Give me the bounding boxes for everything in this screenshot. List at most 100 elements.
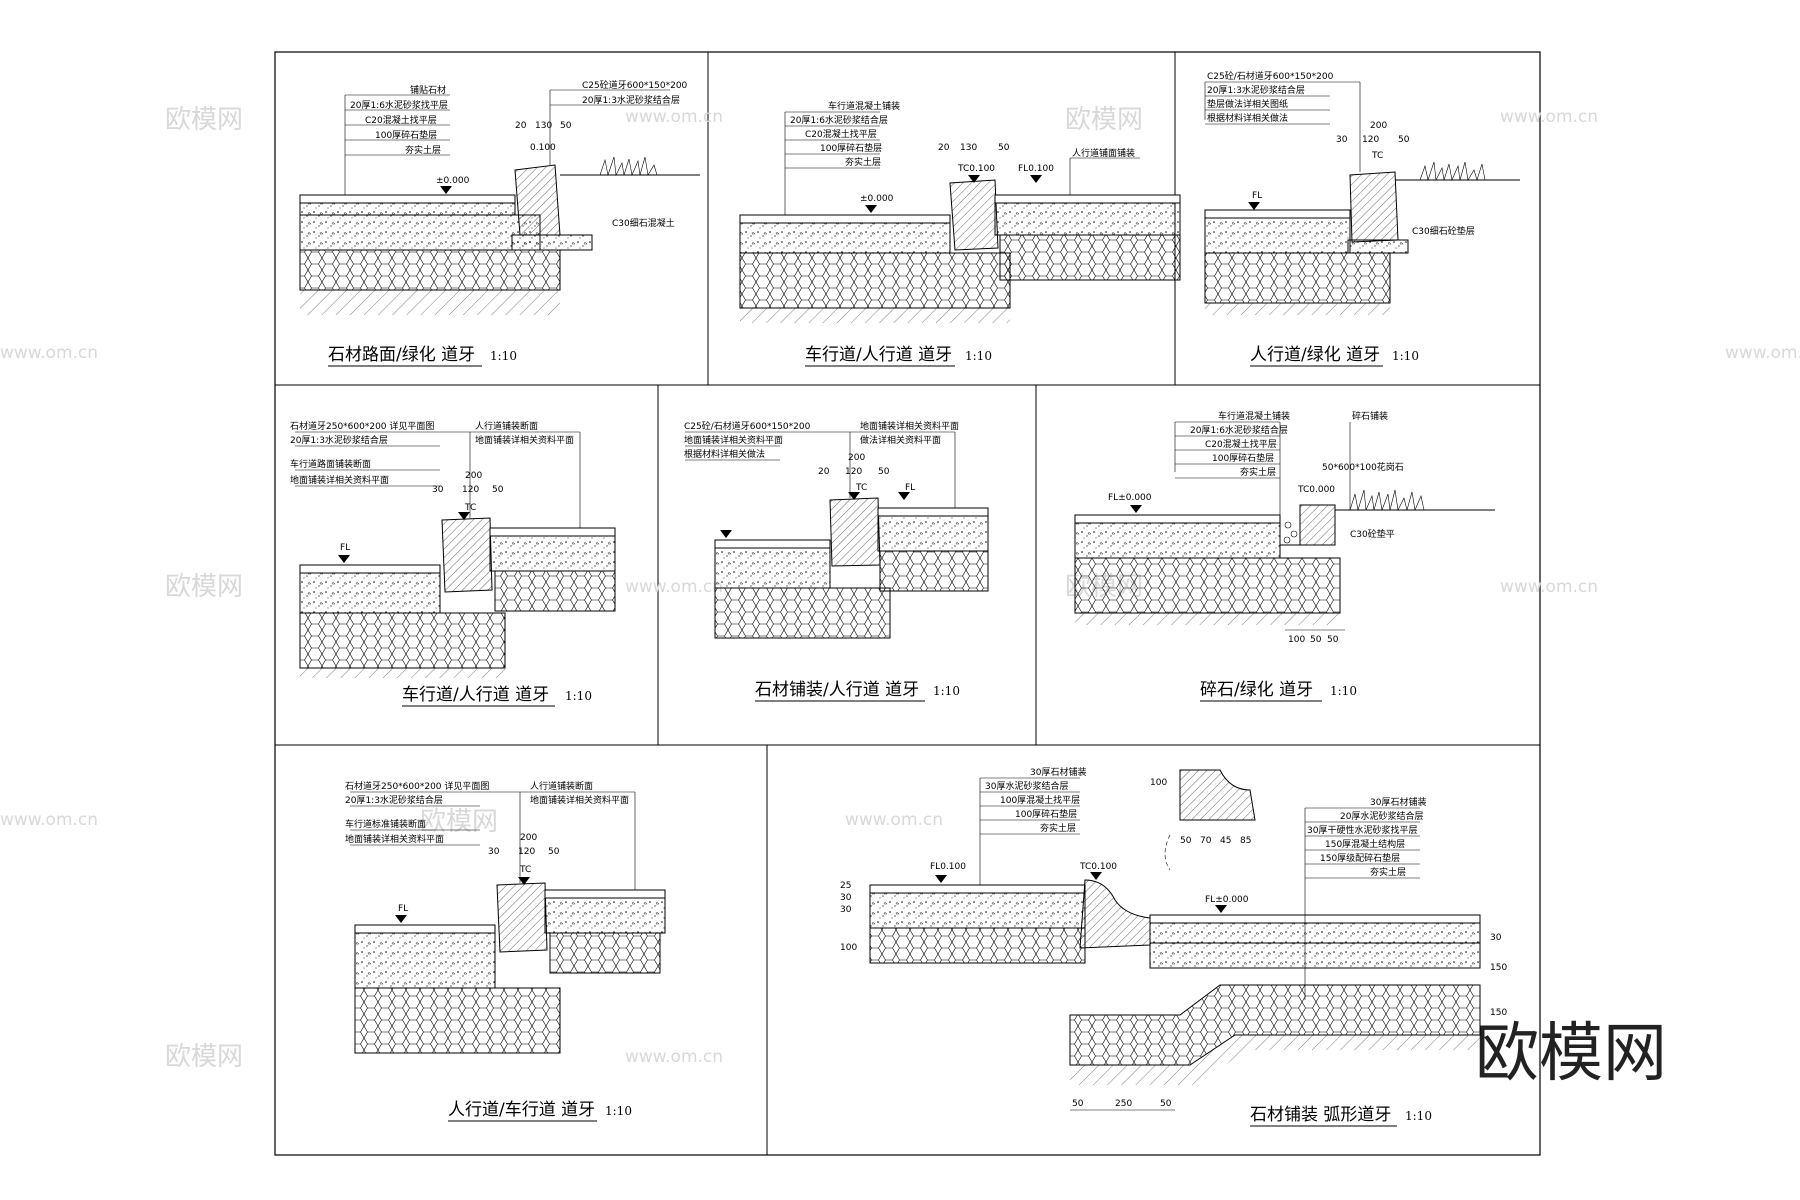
note: 地面铺装详相关资料平面 (475, 434, 574, 446)
panel-4-section (295, 431, 616, 678)
dimension: 200 (465, 471, 482, 481)
note: 20厚1:6水泥砂浆结合层 (790, 114, 888, 126)
dimension: TC (464, 503, 476, 513)
watermark-layer: 欧模网 www.om.cn 欧模网 www.om.cn www.om.cn ww… (0, 105, 1800, 1091)
note: 地面铺装详相关资料平面 (684, 434, 783, 446)
note: 铺贴石材 (410, 84, 446, 96)
note: 20厚1:3水泥砂浆结合层 (290, 434, 388, 446)
note: 20厚1:3水泥砂浆结合层 (582, 94, 680, 106)
dimension: 20 (818, 467, 830, 477)
dimension: 150 (1490, 963, 1507, 973)
dimension: FL (340, 543, 350, 553)
note: 100厚混凝土找平层 (1000, 794, 1080, 806)
watermark-url: www.om.cn (0, 343, 98, 363)
panel-2-notes: 车行道混凝土铺装 20厚1:6水泥砂浆结合层 C20混凝土找平层 100厚碎石垫… (790, 100, 1135, 204)
panel-7-section (350, 791, 666, 1054)
dimension: 200 (520, 833, 537, 843)
panel-title: 石材铺装/人行道 道牙 (755, 680, 919, 700)
note: 地面铺装详相关资料平面 (530, 794, 629, 806)
watermark-url: www.om.cn (845, 810, 943, 830)
panel-4-title: 车行道/人行道 道牙 1:10 (402, 685, 592, 707)
watermark-logo: 欧模网 (1065, 105, 1143, 135)
note: 50*600*100花岗石 (1322, 461, 1404, 473)
note: 30厚石材铺装 (1030, 766, 1086, 778)
dimension: 100 (1150, 778, 1167, 788)
note: 20厚1:6水泥砂浆结合层 (1190, 424, 1288, 436)
dimension: 120 (845, 467, 862, 477)
dimension: 250 (1115, 1099, 1132, 1109)
panel-title: 人行道/车行道 道牙 (448, 1100, 595, 1120)
note: 车行道混凝土铺装 (1218, 410, 1290, 422)
dimension: TC (1371, 151, 1383, 161)
watermark-logo: 欧模网 (165, 572, 243, 602)
dimension: 85 (1240, 836, 1251, 846)
watermark-logo: 欧模网 (420, 807, 498, 837)
dimension: TC0.100 (1079, 862, 1117, 872)
panel-title: 车行道/人行道 道牙 (402, 685, 549, 705)
dimension: 30 (432, 485, 444, 495)
dimension: 120 (462, 485, 479, 495)
watermark-url: www.om.cn (1500, 577, 1598, 597)
note: 夯实土层 (1240, 466, 1276, 478)
note: 100厚碎石垫层 (1212, 452, 1274, 464)
dimension: 30 (1336, 135, 1348, 145)
panel-3-notes: C25砼/石材道牙600*150*200 20厚1:3水泥砂浆结合层 垫层做法详… (1207, 70, 1475, 237)
dimension: 20 (938, 143, 950, 153)
dimension: TC (855, 483, 867, 493)
note: C25砼/石材道牙600*150*200 (684, 420, 811, 432)
dimension: TC (519, 865, 531, 875)
note: 人行道铺面铺装 (1072, 147, 1135, 159)
dimension: 120 (518, 847, 535, 857)
panel-6-title: 碎石/绿化 道牙 1:10 (1200, 680, 1357, 702)
dimension: 100 (1288, 635, 1305, 645)
note: 100厚碎石垫层 (1015, 808, 1077, 820)
panel-8-notes: 30厚石材铺装 30厚水泥砂浆结合层 100厚混凝土找平层 100厚碎石垫层 夯… (840, 766, 1507, 1109)
note: 根据材料详相关做法 (684, 448, 765, 460)
note: 人行道铺装断面 (530, 780, 593, 792)
note: 石材道牙250*600*200 详见平面图 (290, 420, 434, 432)
dimension: 50 (1072, 1099, 1084, 1109)
panel-8-section (869, 769, 1481, 1111)
note: 根据材料详相关做法 (1207, 112, 1288, 124)
watermark-url: www.om.cn (625, 577, 723, 597)
note: C25砼/石材道牙600*150*200 (1207, 70, 1334, 82)
dimension: FL (1252, 191, 1262, 201)
panel-title: 石材铺装 弧形道牙 (1250, 1105, 1391, 1125)
note: 20厚水泥砂浆结合层 (1340, 810, 1423, 822)
note: 垫层做法详相关图纸 (1207, 98, 1288, 110)
note: 20厚1:6水泥砂浆找平层 (350, 99, 448, 111)
dimension: 45 (1220, 836, 1231, 846)
note: 做法详相关资料平面 (860, 434, 941, 446)
note: 30厚干硬性水泥砂浆找平层 (1307, 824, 1417, 836)
note: 人行道铺装断面 (475, 420, 538, 432)
note: 碎石铺装 (1352, 410, 1388, 422)
note: 100厚碎石垫层 (375, 129, 437, 141)
note: 夯实土层 (405, 144, 441, 156)
dimension: 50 (492, 485, 504, 495)
panel-7-title: 人行道/车行道 道牙 1:10 (448, 1100, 632, 1122)
dimension: 20 (515, 121, 527, 131)
panel-title: 石材路面/绿化 道牙 (328, 345, 475, 365)
dimension: 130 (960, 143, 977, 153)
note: 石材道牙250*600*200 详见平面图 (345, 780, 489, 792)
note: C25砼道牙600*150*200 (582, 79, 688, 91)
dimension: 30 (488, 847, 500, 857)
dimension: FL (905, 483, 915, 493)
dimension: FL0.100 (930, 862, 966, 872)
note: 100厚碎石垫层 (820, 142, 882, 154)
note: 30厚水泥砂浆结合层 (985, 780, 1068, 792)
dimension: 30 (840, 893, 852, 903)
dimension: 50 (998, 143, 1010, 153)
note: 地面铺装详相关资料平面 (290, 474, 389, 486)
note: 夯实土层 (1040, 822, 1076, 834)
panel-title: 碎石/绿化 道牙 (1200, 680, 1313, 700)
panel-8-title: 石材铺装 弧形道牙 1:10 (1250, 1105, 1432, 1127)
dimension: 50 (1160, 1099, 1172, 1109)
note: 150厚级配碎石垫层 (1320, 852, 1400, 864)
note: C30砼垫平 (1350, 528, 1395, 540)
note: 夯实土层 (845, 156, 881, 168)
sheet-frame (274, 51, 1541, 1156)
panel-title: 车行道/人行道 道牙 (805, 345, 952, 365)
note: 地面铺装详相关资料平面 (860, 420, 959, 432)
